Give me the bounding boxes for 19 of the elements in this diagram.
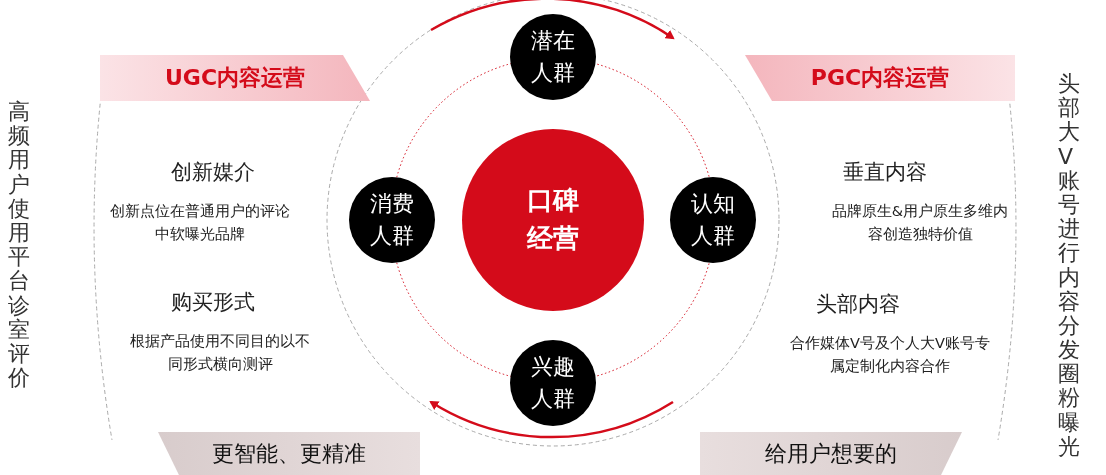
item-heading: 创新媒介 [169, 159, 256, 186]
item-heading: 垂直内容 [841, 159, 928, 186]
audience-circle: 认知人群 [670, 177, 756, 263]
section-banner: PGC内容运营 [745, 55, 1015, 101]
item-description: 合作媒体V号及个人大V账号专属定制化内容合作 [790, 334, 990, 377]
audience-circle: 消费人群 [349, 177, 435, 263]
item-heading: 购买形式 [169, 289, 256, 316]
summary-band: 给用户想要的 [700, 432, 962, 475]
core-circle: 口碑经营 [462, 129, 644, 311]
item-heading: 头部内容 [814, 291, 901, 318]
item-description: 创新点位在普通用户的评论中软曝光品牌 [109, 202, 291, 245]
summary-band: 更智能、更精准 [158, 432, 420, 475]
audience-circle: 兴趣人群 [510, 340, 596, 426]
audience-circle: 潜在人群 [510, 14, 596, 100]
item-description: 根据产品使用不同目的以不同形式横向测评 [129, 332, 311, 375]
section-banner: UGC内容运营 [100, 55, 370, 101]
side-caption: 头部大V账号进行内容分发圈粉曝光 [1058, 72, 1080, 459]
item-description: 品牌原生&用户原生多维内容创造独特价值 [830, 202, 1010, 245]
side-caption: 高频用户使用平台诊室评价 [8, 100, 30, 391]
